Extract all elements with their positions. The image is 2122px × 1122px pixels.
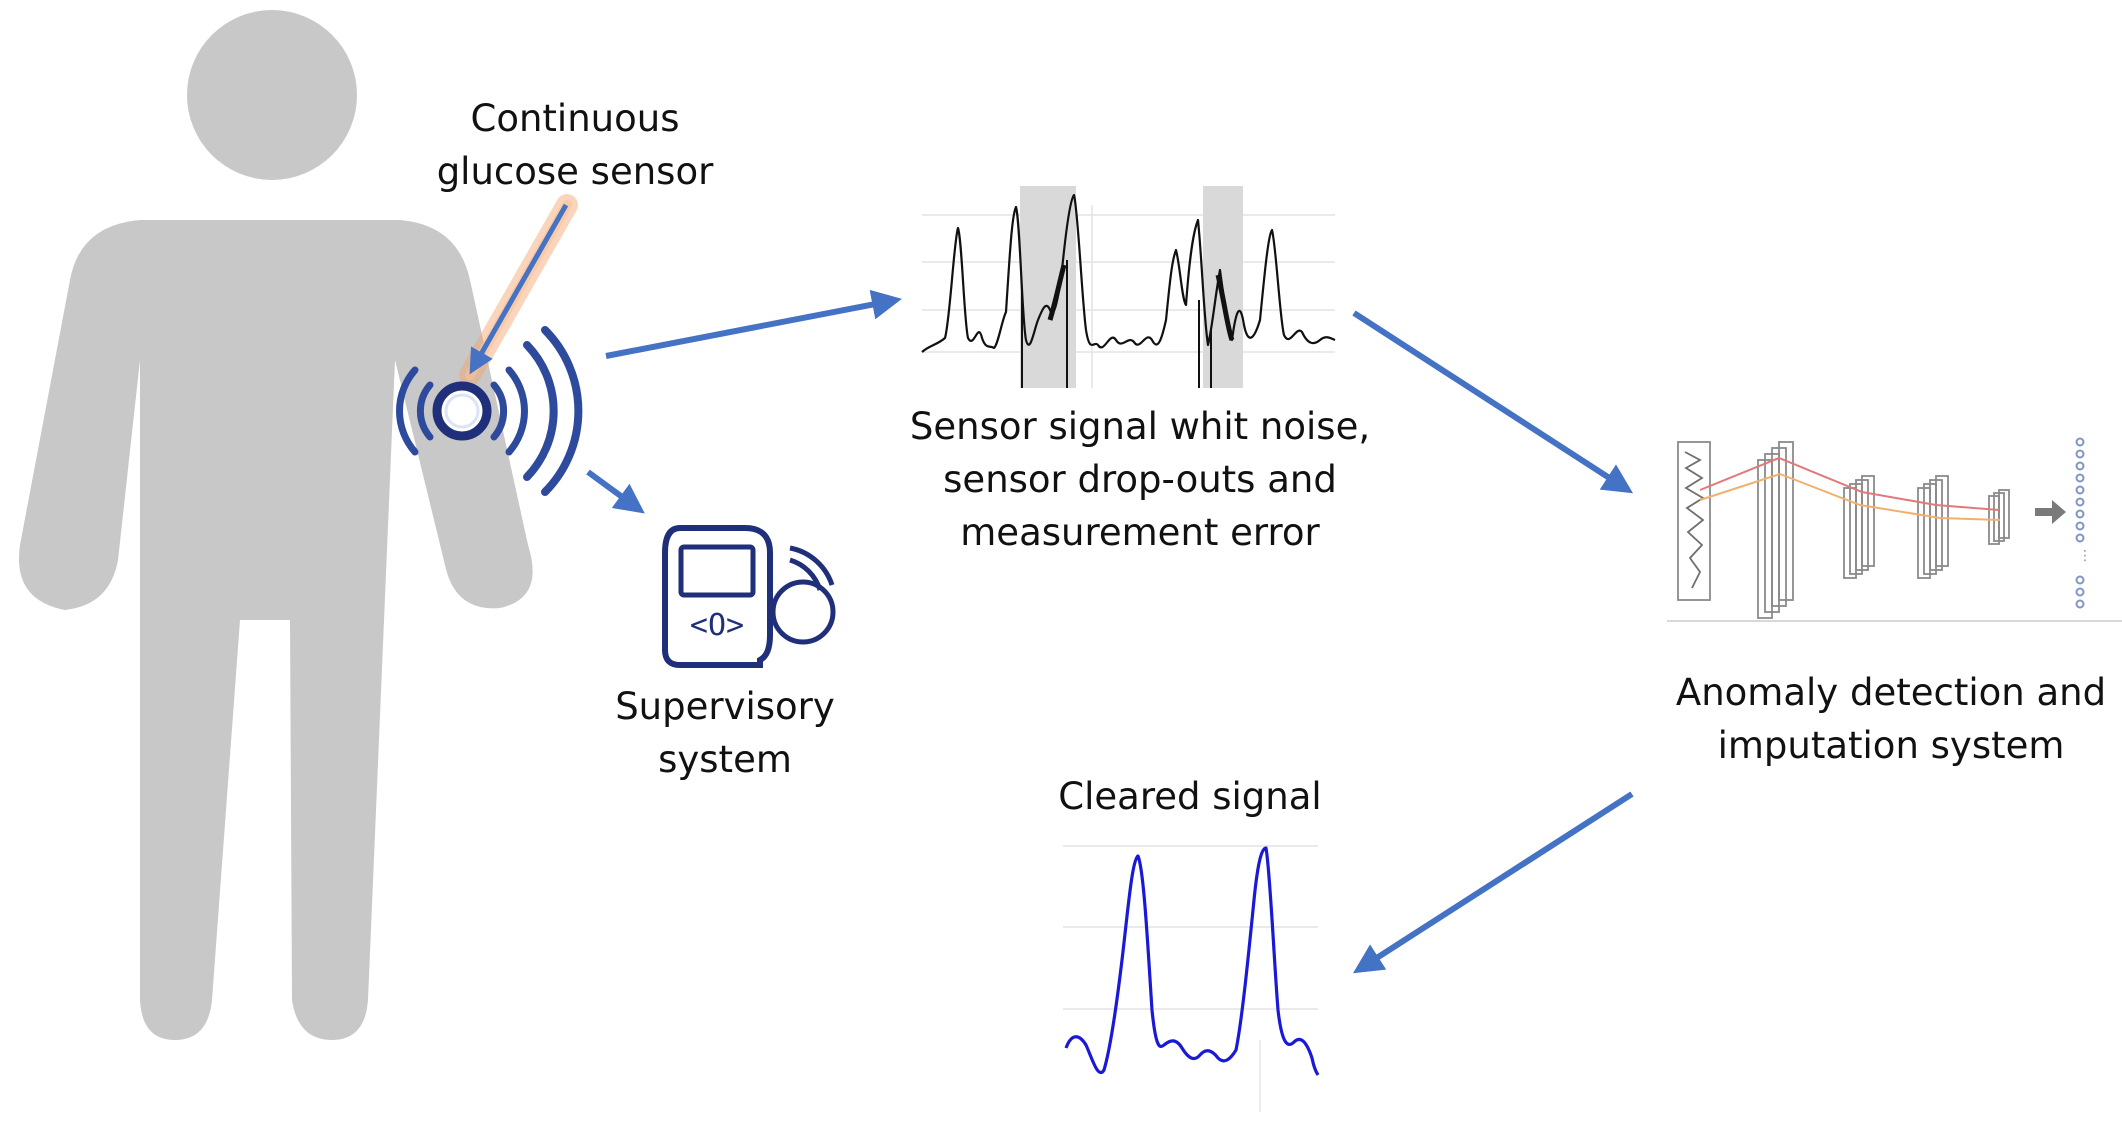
sensor-label-line-1: Continuous: [470, 97, 680, 140]
anomaly-system-label: Anomaly detection and imputation system: [1660, 666, 2122, 772]
arrow-to-noisy-signal: [605, 289, 902, 359]
nn-dense-block: [1988, 489, 2010, 545]
nn-conv-block-1: [1757, 441, 1794, 619]
nn-conv-block-3: [1917, 475, 1949, 579]
noisy-label-line-3: measurement error: [960, 511, 1320, 554]
nn-input-signal: [1677, 441, 1711, 601]
svg-text:<O>: <O>: [690, 608, 744, 643]
supervisory-label-line-2: system: [658, 738, 792, 781]
arrow-to-anomaly-system: [1352, 310, 1634, 494]
glucose-sensor-icon: [432, 381, 492, 441]
nn-connection-red: [1699, 456, 2000, 511]
cleared-signal-line: [1064, 846, 1320, 1076]
supervisory-system-label: Supervisory system: [590, 680, 860, 786]
sensor-pointer-arrow: [469, 203, 569, 375]
wireless-signal-icon: [396, 326, 583, 496]
nn-input-wave: [1684, 451, 1705, 589]
cleared-label-text: Cleared signal: [1058, 775, 1322, 818]
noisy-label-line-2: sensor drop-outs and: [943, 458, 1337, 501]
cleared-grid: [1063, 845, 1318, 1112]
neural-network-icon: ⋮: [1667, 437, 2122, 622]
nn-arrow: [2035, 500, 2066, 524]
handheld-receiver-icon: <O>: [662, 525, 836, 668]
person-silhouette-icon: [18, 10, 533, 1040]
svg-text:⋮: ⋮: [2078, 547, 2092, 563]
noisy-signal-label: Sensor signal whit noise, sensor drop-ou…: [880, 400, 1400, 559]
cleared-signal-label: Cleared signal: [1040, 770, 1340, 823]
cleared-signal-chart: [1063, 845, 1320, 1112]
noisy-signal-line: [921, 193, 1336, 353]
noisy-dense-segment-2: [1215, 274, 1235, 341]
noisy-dense-segment-1: [1047, 264, 1067, 321]
noisy-label-line-1: Sensor signal whit noise,: [909, 405, 1371, 448]
nn-connection-orange: [1699, 472, 2001, 521]
nn-output-nodes: [2075, 437, 2085, 609]
anomaly-label-line-1: Anomaly detection and: [1675, 671, 2107, 714]
arrow-to-supervisory: [586, 469, 645, 514]
noisy-grid: [922, 205, 1335, 388]
noisy-signal-chart: [921, 186, 1336, 388]
continuous-glucose-sensor-label: Continuous glucose sensor: [410, 92, 740, 198]
sensor-label-line-2: glucose sensor: [436, 150, 714, 193]
arrow-to-cleared-signal: [1352, 791, 1634, 974]
anomaly-label-line-2: imputation system: [1717, 724, 2065, 767]
supervisory-label-line-1: Supervisory: [615, 685, 835, 728]
